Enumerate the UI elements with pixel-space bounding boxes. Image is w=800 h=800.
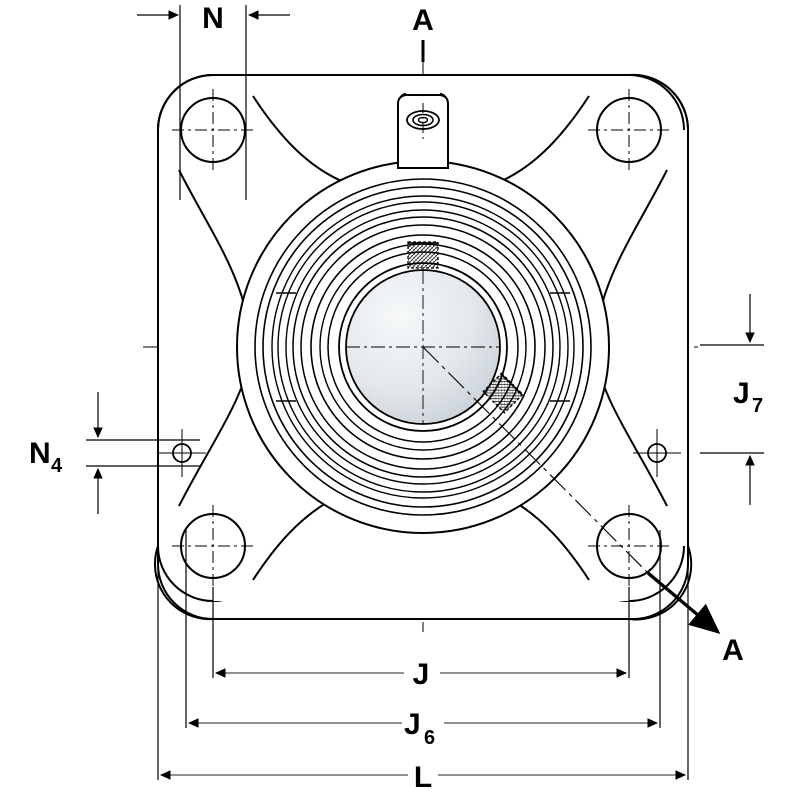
- set-screw-top: [407, 241, 439, 269]
- set-screw-lower-right-face: [500, 373, 523, 396]
- ring-7: [300, 224, 546, 470]
- ring-8: [310, 234, 536, 460]
- set-screw-top-body: [407, 241, 439, 269]
- ring-5: [285, 209, 561, 485]
- set-screw-lower-right: [482, 372, 524, 414]
- bottom-extension-lines: [157, 530, 689, 780]
- dimension-label-j7: J 7: [733, 377, 763, 417]
- section-label-a-bottom: A: [722, 634, 744, 667]
- dimension-label-j: J: [413, 658, 430, 691]
- dimension-label-n4: N 4: [29, 437, 63, 477]
- bolt-hole-centermarks: [172, 89, 670, 587]
- dimension-label-j6-main: J: [404, 708, 421, 741]
- grease-nipple: [406, 103, 440, 140]
- section-label-a-top: A: [412, 4, 434, 37]
- dimension-label-j6-sub: 6: [424, 727, 435, 749]
- dimension-label-n4-sub: 4: [51, 455, 63, 477]
- ring-6: [292, 216, 554, 478]
- set-screw-lower-right-body: [482, 372, 524, 414]
- flange-edges: [153, 73, 693, 621]
- dimension-label-n: N: [202, 2, 224, 35]
- ring-4: [277, 201, 569, 493]
- dimension-n4: [86, 392, 200, 514]
- dimension-label-j7-sub: 7: [752, 395, 763, 417]
- dimension-j7: [700, 294, 764, 505]
- ring-3: [271, 195, 575, 499]
- ring-2: [262, 186, 584, 508]
- side-hole-centermarks: [158, 429, 681, 477]
- section-line-diagonal: [422, 346, 649, 574]
- dimension-label-j7-main: J: [733, 377, 750, 410]
- dimension-label-j6: J 6: [404, 708, 435, 749]
- dimension-n: [137, 5, 290, 200]
- dimension-label-n4-main: N: [29, 437, 51, 470]
- ring-1: [254, 178, 592, 516]
- dimension-label-l: L: [414, 761, 432, 794]
- snap-ring-notches: [276, 292, 570, 402]
